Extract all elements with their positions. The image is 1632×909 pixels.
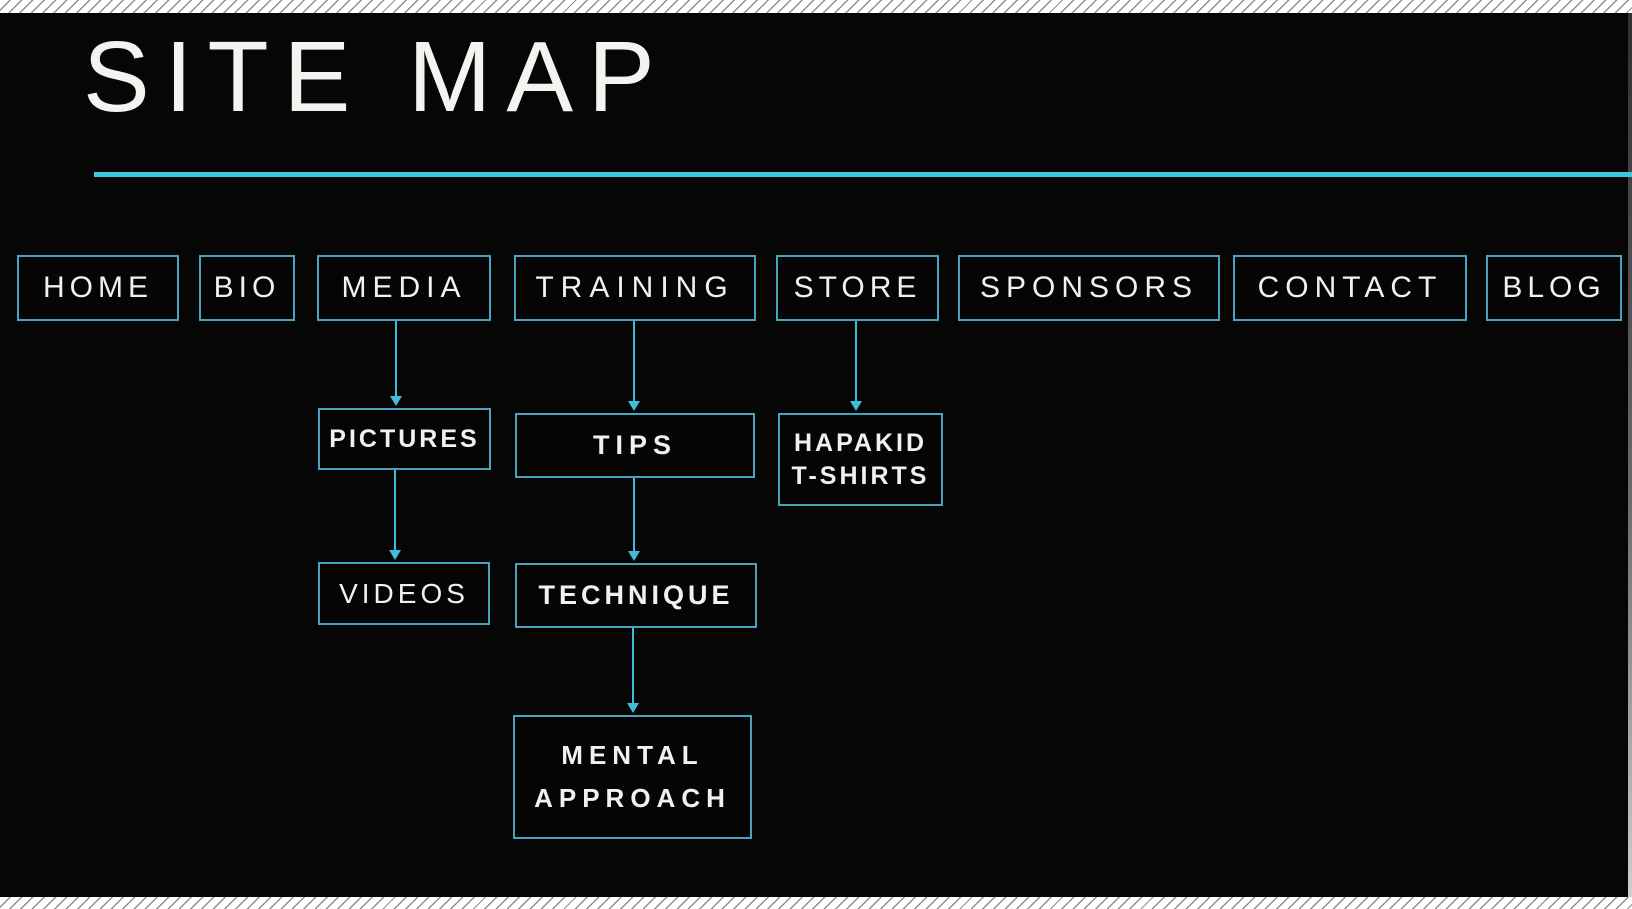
arrow-pictures-to-videos (389, 470, 401, 560)
sitemap-node-mental-approach[interactable]: MENTAL APPROACH (513, 715, 752, 839)
sitemap-node-store[interactable]: STORE (776, 255, 939, 321)
sitemap-node-pictures[interactable]: PICTURES (318, 408, 491, 470)
node-label: CONTACT (1257, 271, 1443, 304)
node-label-line1: MENTAL (561, 740, 704, 770)
arrow-tips-to-technique (628, 478, 640, 561)
node-label: PICTURES (329, 424, 480, 453)
arrow-shaft (633, 321, 635, 402)
node-label: STORE (793, 271, 922, 304)
sitemap-node-contact[interactable]: CONTACT (1233, 255, 1467, 321)
node-label: BLOG (1502, 271, 1606, 304)
node-label-line2: T-SHIRTS (791, 461, 930, 490)
node-label-line1: HAPAKID (793, 428, 928, 457)
arrow-shaft (633, 478, 635, 552)
slide-right-edge (1628, 13, 1632, 897)
node-label: TECHNIQUE (538, 580, 734, 610)
arrowhead-down-icon (850, 401, 862, 411)
node-label: MEDIA (341, 271, 467, 304)
arrow-media-to-pictures (390, 321, 402, 406)
hatch-border-top (0, 0, 1632, 13)
node-label: TRAINING (535, 271, 735, 304)
title-underline (94, 172, 1632, 177)
hatch-border-bottom (0, 897, 1632, 909)
arrow-store-to-hapakid (850, 321, 862, 411)
sitemap-node-sponsors[interactable]: SPONSORS (958, 255, 1220, 321)
arrow-technique-to-mental (627, 628, 639, 713)
arrowhead-down-icon (627, 703, 639, 713)
node-label: HOME (43, 271, 153, 304)
arrow-shaft (855, 321, 857, 402)
arrow-training-to-tips (628, 321, 640, 411)
node-label: BIO (213, 271, 281, 304)
node-label: SPONSORS (979, 271, 1199, 304)
sitemap-node-hapakid-tshirts[interactable]: HAPAKID T-SHIRTS (778, 413, 943, 506)
arrowhead-down-icon (390, 396, 402, 406)
sitemap-node-training[interactable]: TRAINING (514, 255, 756, 321)
sitemap-node-videos[interactable]: VIDEOS (318, 562, 490, 625)
node-label: VIDEOS (339, 577, 469, 609)
sitemap-node-bio[interactable]: BIO (199, 255, 295, 321)
sitemap-node-home[interactable]: HOME (17, 255, 179, 321)
arrow-shaft (394, 470, 396, 551)
arrowhead-down-icon (628, 551, 640, 561)
arrow-shaft (632, 628, 634, 704)
page-title: SITE MAP (83, 21, 670, 133)
node-label-line2: APPROACH (534, 783, 731, 813)
arrowhead-down-icon (628, 401, 640, 411)
sitemap-node-technique[interactable]: TECHNIQUE (515, 563, 757, 628)
sitemap-node-blog[interactable]: BLOG (1486, 255, 1622, 321)
arrowhead-down-icon (389, 550, 401, 560)
arrow-shaft (395, 321, 397, 397)
sitemap-node-tips[interactable]: TIPS (515, 413, 755, 478)
sitemap-node-media[interactable]: MEDIA (317, 255, 491, 321)
node-label: TIPS (592, 430, 677, 460)
